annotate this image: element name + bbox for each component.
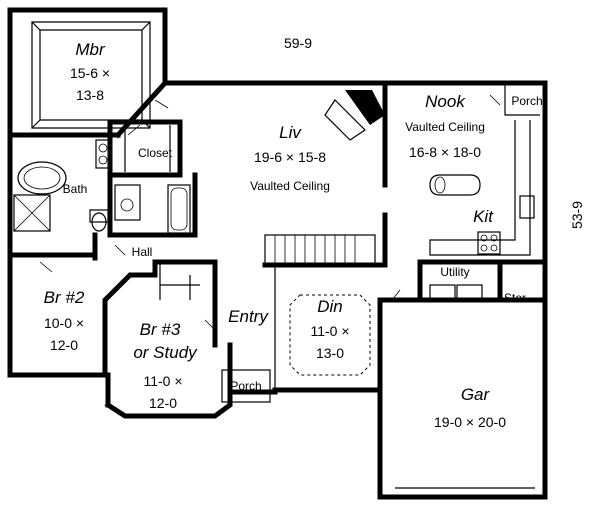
master-bedroom bbox=[7, 21, 169, 139]
front-porch-label: Porch bbox=[230, 379, 261, 393]
front-porch-box bbox=[221, 369, 271, 403]
door-swings bbox=[39, 94, 501, 331]
nook-dim: 16-8 × 18-0 bbox=[409, 144, 481, 160]
utility-stor bbox=[417, 84, 548, 303]
br3-label: Br #3 bbox=[140, 320, 181, 339]
overall-depth-label: 53-9 bbox=[569, 201, 585, 229]
entry-label: Entry bbox=[228, 307, 269, 326]
overall-width-label: 59-9 bbox=[284, 35, 312, 51]
hall-label: Hall bbox=[132, 245, 153, 259]
br2-dim2: 12-0 bbox=[50, 337, 78, 353]
mbr-label: Mbr bbox=[75, 40, 106, 59]
utility-label: Utility bbox=[440, 265, 469, 279]
din-dim2: 13-0 bbox=[316, 345, 344, 361]
fireplace bbox=[324, 90, 385, 141]
br3-dim2: 12-0 bbox=[149, 395, 177, 411]
kitchen-counters bbox=[429, 120, 535, 256]
bath-label: Bath bbox=[63, 182, 88, 196]
br2-label: Br #2 bbox=[44, 288, 85, 307]
mbr-dim2: 13-8 bbox=[76, 87, 104, 103]
closet-bath-area bbox=[13, 119, 198, 238]
nook-label: Nook bbox=[425, 92, 466, 111]
closet-label: Closet bbox=[138, 146, 173, 160]
gar-label: Gar bbox=[461, 385, 491, 404]
gar-dim: 19-0 × 20-0 bbox=[434, 414, 506, 430]
rear-porch-label: Porch bbox=[511, 94, 542, 108]
br3-sublabel: or Study bbox=[133, 343, 198, 362]
liv-note: Vaulted Ceiling bbox=[250, 179, 330, 193]
kit-label: Kit bbox=[473, 207, 494, 226]
nook-note: Vaulted Ceiling bbox=[405, 120, 485, 134]
br2-dim1: 10-0 × bbox=[44, 315, 84, 331]
mbr-dim1: 15-6 × bbox=[70, 65, 110, 81]
dining-ceiling bbox=[274, 265, 371, 392]
stor-label: Stor bbox=[504, 291, 526, 305]
liv-label: Liv bbox=[279, 123, 302, 142]
din-dim1: 11-0 × bbox=[310, 323, 349, 339]
staircase bbox=[262, 234, 388, 268]
din-label: Din bbox=[317, 297, 343, 316]
bedroom-walls bbox=[7, 232, 233, 395]
br3-dim1: 11-0 × bbox=[143, 373, 182, 389]
liv-dim: 19-6 × 15-8 bbox=[254, 149, 326, 165]
